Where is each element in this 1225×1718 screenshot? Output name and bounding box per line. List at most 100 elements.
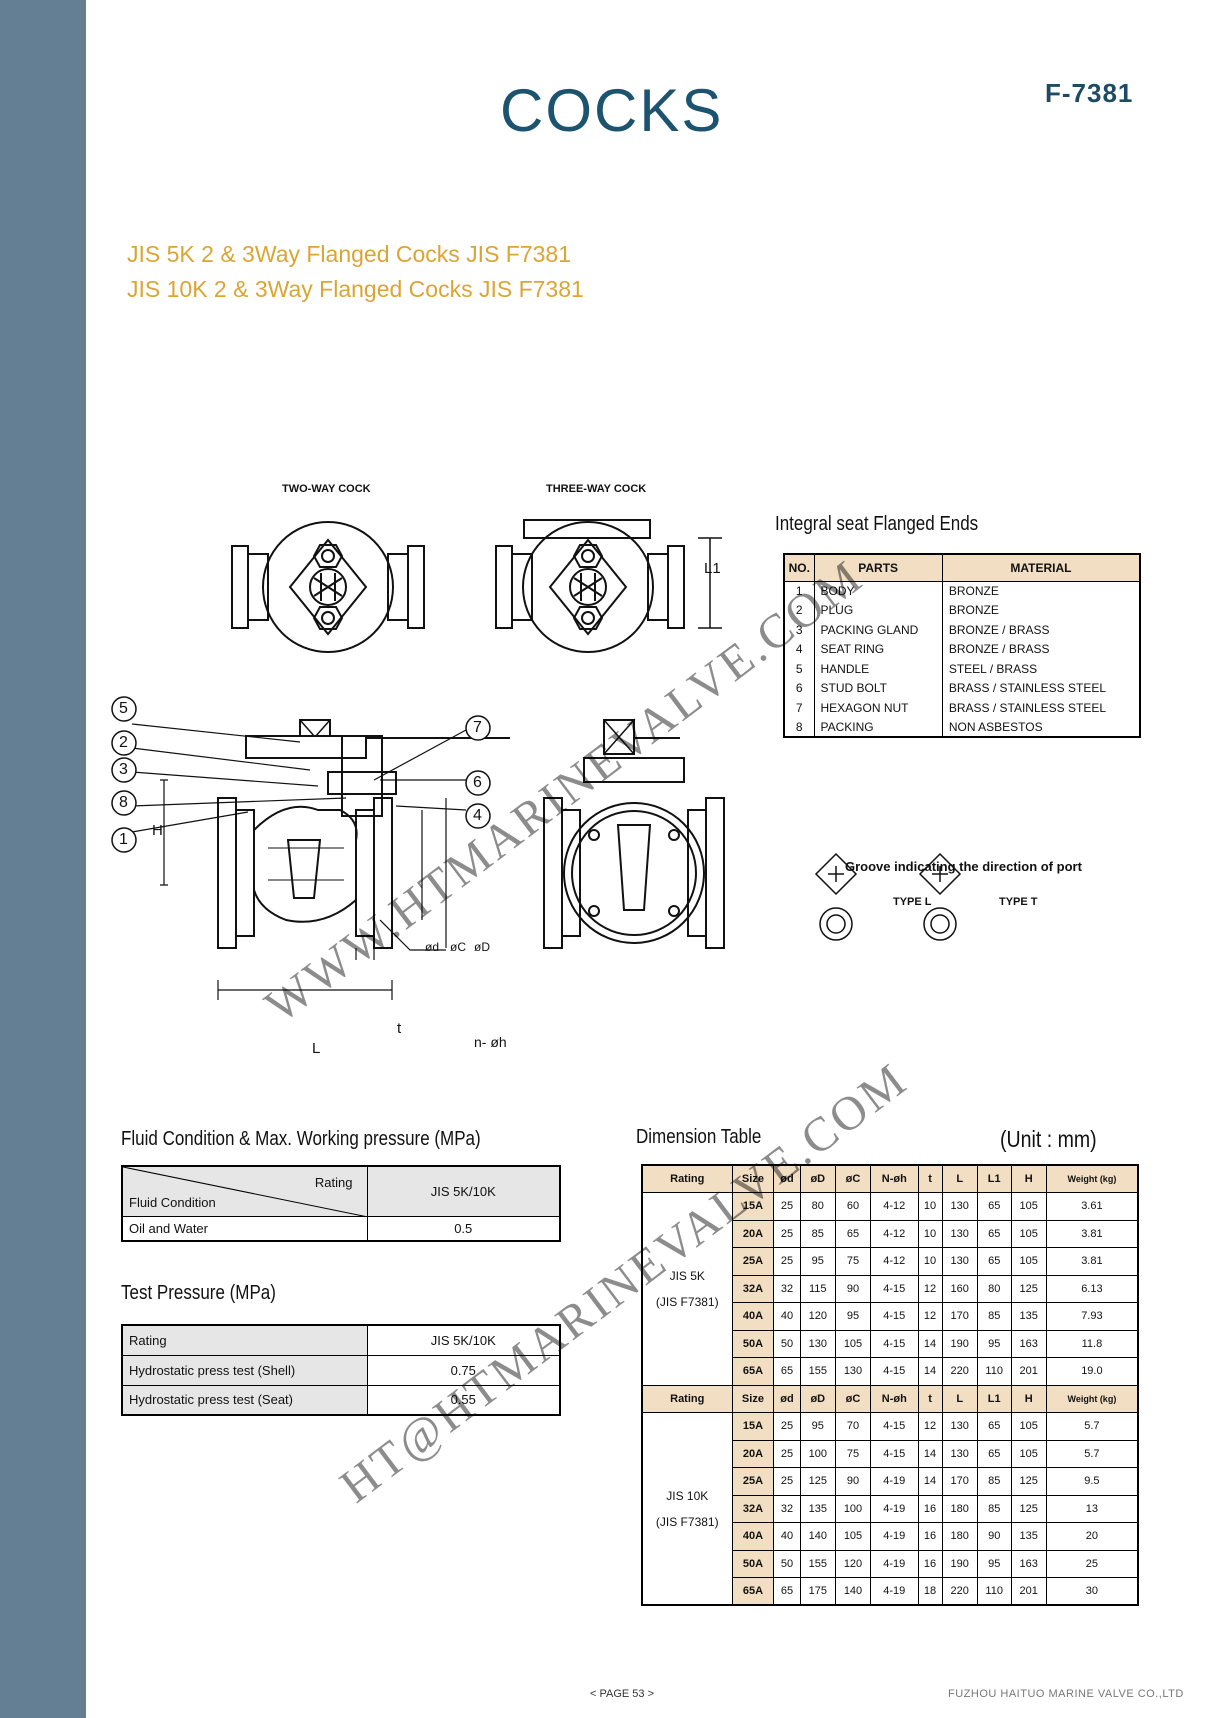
- dimension-cell: 65: [976, 1247, 1012, 1276]
- callout-1: 1: [119, 831, 128, 848]
- dimension-size: 50A: [731, 1549, 775, 1578]
- parts-header-parts: PARTS: [813, 553, 943, 582]
- dimension-cell: 32: [773, 1494, 801, 1523]
- dimension-cell: 201: [1010, 1357, 1047, 1386]
- callout-4: 4: [473, 807, 482, 824]
- dimension-cell: 105: [834, 1522, 872, 1551]
- dimension-cell: 70: [834, 1412, 872, 1441]
- dimension-cell: 130: [834, 1357, 872, 1386]
- dimension-size: 25A: [731, 1247, 775, 1276]
- dimension-header: Size: [731, 1164, 775, 1193]
- dimension-cell: 95: [799, 1412, 836, 1441]
- side-bar: [0, 0, 86, 1718]
- dim-h: H: [152, 822, 163, 839]
- part-material: BRONZE / BRASS: [942, 620, 1141, 640]
- two-way-cock-label: TWO-WAY COCK: [282, 483, 371, 495]
- dimension-cell: 65: [976, 1192, 1012, 1221]
- dimension-cell: 5.7: [1045, 1439, 1139, 1468]
- test-label: Rating: [121, 1324, 368, 1356]
- dimension-size: 65A: [731, 1357, 775, 1386]
- dimension-cell: 125: [1010, 1467, 1047, 1496]
- dimension-cell: 10: [917, 1219, 943, 1248]
- parts-heading: Integral seat Flanged Ends: [775, 513, 979, 535]
- dimension-cell: 105: [834, 1329, 872, 1358]
- dimension-cell: 125: [799, 1467, 836, 1496]
- dimension-cell: 4-19: [870, 1522, 919, 1551]
- dimension-cell: 130: [941, 1247, 978, 1276]
- dimension-header: H: [1010, 1164, 1047, 1193]
- dimension-header: Weight (kg): [1045, 1164, 1139, 1193]
- dimension-size: 65A: [731, 1577, 775, 1606]
- dimension-cell: 50: [773, 1549, 801, 1578]
- dimension-cell: 40: [773, 1522, 801, 1551]
- dimension-cell: 85: [976, 1302, 1012, 1331]
- dimension-cell: 20: [1045, 1522, 1139, 1551]
- part-name: STUD BOLT: [814, 678, 943, 698]
- dimension-cell: 7.93: [1045, 1302, 1139, 1331]
- subtitle-5k: JIS 5K 2 & 3Way Flanged Cocks JIS F7381: [127, 241, 572, 267]
- callout-8: 8: [119, 794, 128, 811]
- dimension-cell: 65: [976, 1412, 1012, 1441]
- part-no: 5: [784, 659, 815, 679]
- dimension-cell: 65: [834, 1219, 872, 1248]
- wp-column-header: JIS 5K/10K: [366, 1165, 561, 1217]
- dimension-cell: 135: [1010, 1302, 1047, 1331]
- dimension-cell: 190: [941, 1549, 978, 1578]
- dimension-header: Rating: [641, 1164, 733, 1193]
- dimension-cell: 105: [1010, 1219, 1047, 1248]
- dimension-cell: 110: [976, 1357, 1012, 1386]
- dimension-cell: 65: [773, 1357, 801, 1386]
- page-title: COCKS: [500, 77, 724, 144]
- test-value: 0.55: [366, 1384, 561, 1416]
- dimension-header: øC: [834, 1384, 872, 1413]
- dimension-cell: 85: [799, 1219, 836, 1248]
- dimension-cell: 4-15: [870, 1274, 919, 1303]
- dimension-cell: 130: [941, 1192, 978, 1221]
- three-way-section-view: [543, 719, 725, 949]
- rating-group: JIS 10K(JIS F7381): [641, 1412, 733, 1606]
- dimension-size: 40A: [731, 1522, 775, 1551]
- dimension-cell: 115: [799, 1274, 836, 1303]
- company-name: FUZHOU HAITUO MARINE VALVE CO.,LTD: [948, 1688, 1184, 1700]
- part-no: 4: [784, 639, 815, 659]
- dimension-cell: 4-19: [870, 1467, 919, 1496]
- test-pressure-row: Hydrostatic press test (Shell)0.75: [121, 1354, 561, 1386]
- dimension-cell: 16: [917, 1549, 943, 1578]
- dimension-cell: 140: [799, 1522, 836, 1551]
- dimension-cell: 3.81: [1045, 1247, 1139, 1276]
- dimension-cell: 12: [917, 1412, 943, 1441]
- rating-group: JIS 5K(JIS F7381): [641, 1192, 733, 1386]
- dimension-cell: 19.0: [1045, 1357, 1139, 1386]
- page-number: < PAGE 53 >: [590, 1688, 655, 1700]
- test-label: Hydrostatic press test (Seat): [121, 1384, 368, 1416]
- dimension-cell: 90: [834, 1274, 872, 1303]
- dimension-cell: 65: [976, 1219, 1012, 1248]
- dimension-cell: 170: [941, 1302, 978, 1331]
- dimension-cell: 13: [1045, 1494, 1139, 1523]
- dimension-cell: 4-19: [870, 1549, 919, 1578]
- dimension-cell: 4-15: [870, 1357, 919, 1386]
- three-way-top-view: [495, 519, 722, 653]
- dimension-header: Weight (kg): [1045, 1384, 1139, 1413]
- dimension-cell: 220: [941, 1577, 978, 1606]
- part-material: STEEL / BRASS: [942, 659, 1141, 679]
- dimension-header: N-øh: [870, 1384, 919, 1413]
- dimension-cell: 130: [941, 1412, 978, 1441]
- dim-t: t: [397, 1020, 402, 1037]
- part-name: HANDLE: [814, 659, 943, 679]
- dimension-header: t: [917, 1164, 943, 1193]
- dimension-cell: 130: [799, 1329, 836, 1358]
- dimension-cell: 32: [773, 1274, 801, 1303]
- test-value: JIS 5K/10K: [366, 1324, 561, 1356]
- part-no: 3: [784, 620, 815, 640]
- part-material: BRONZE / BRASS: [942, 639, 1141, 659]
- part-no: 1: [784, 581, 815, 601]
